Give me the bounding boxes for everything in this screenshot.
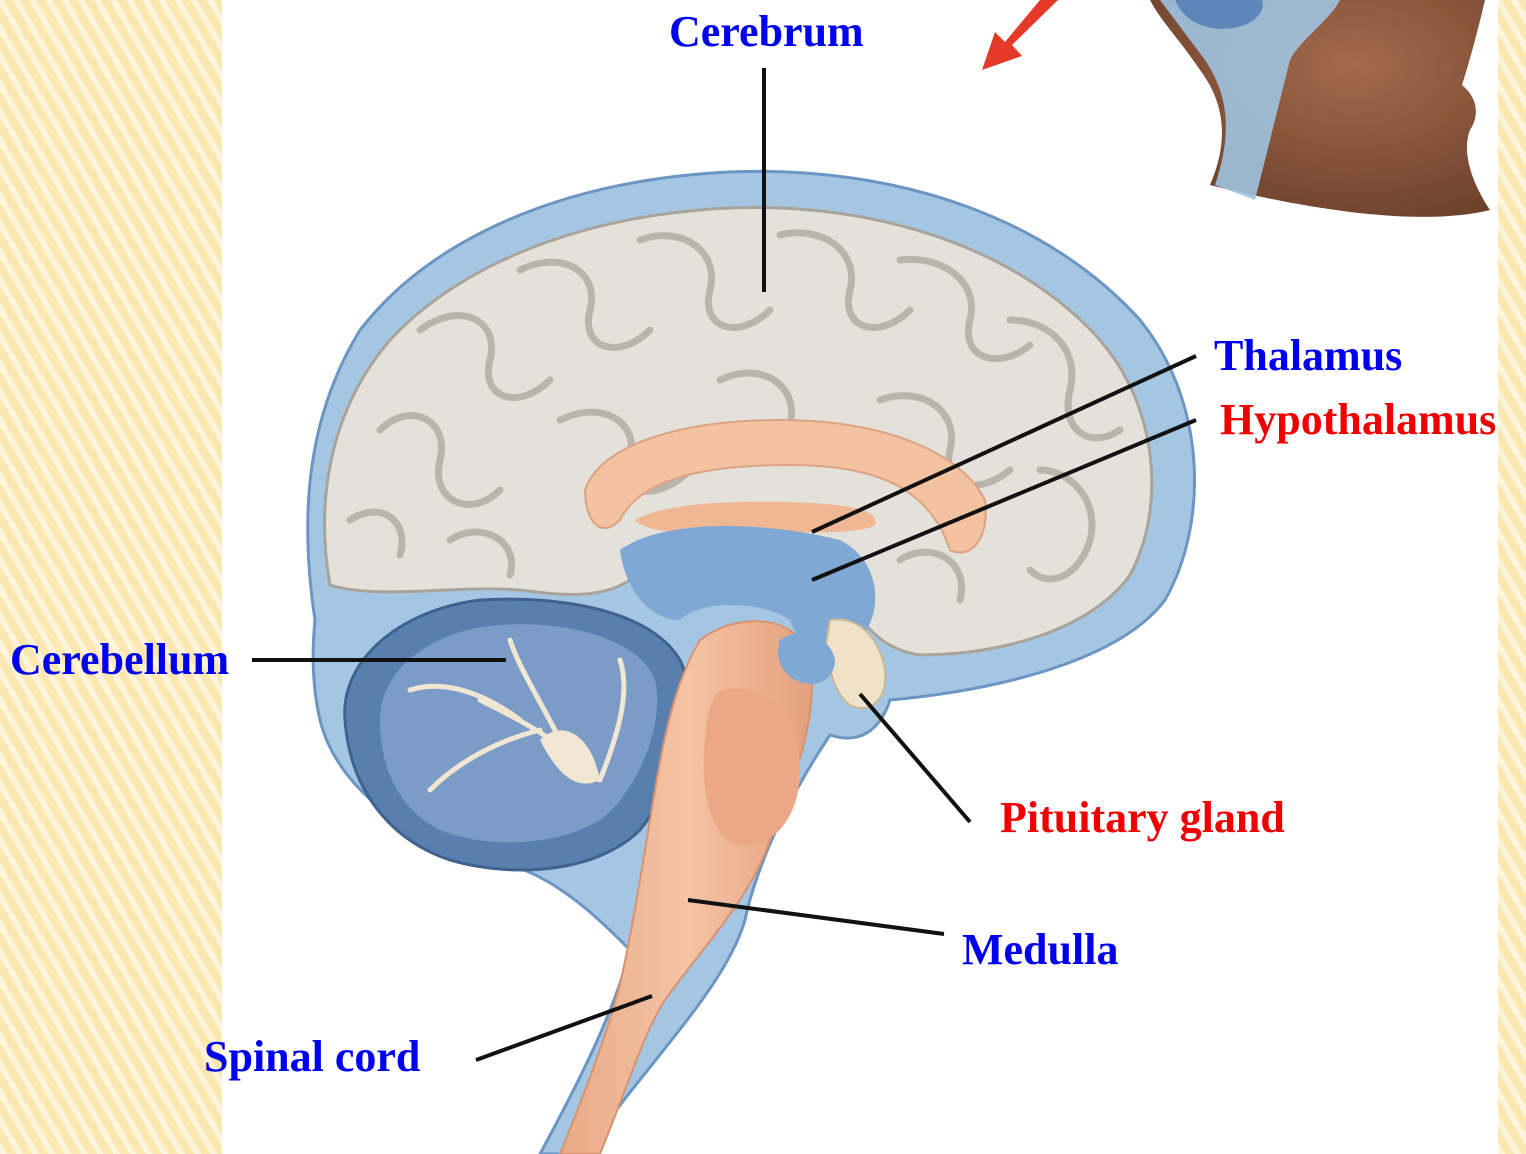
label-cerebellum: Cerebellum bbox=[10, 638, 229, 682]
label-spinal-cord: Spinal cord bbox=[204, 1035, 420, 1079]
red-arrow-icon bbox=[982, 0, 1058, 70]
label-pituitary-gland: Pituitary gland bbox=[1000, 796, 1285, 840]
label-medulla: Medulla bbox=[962, 928, 1118, 972]
label-thalamus: Thalamus bbox=[1214, 334, 1402, 378]
cerebellum-shape bbox=[345, 599, 688, 870]
pituitary-leader-line bbox=[860, 694, 970, 822]
label-cerebrum: Cerebrum bbox=[669, 10, 864, 54]
label-hypothalamus: Hypothalamus bbox=[1220, 398, 1496, 442]
head-inset-illustration bbox=[1150, 0, 1490, 217]
